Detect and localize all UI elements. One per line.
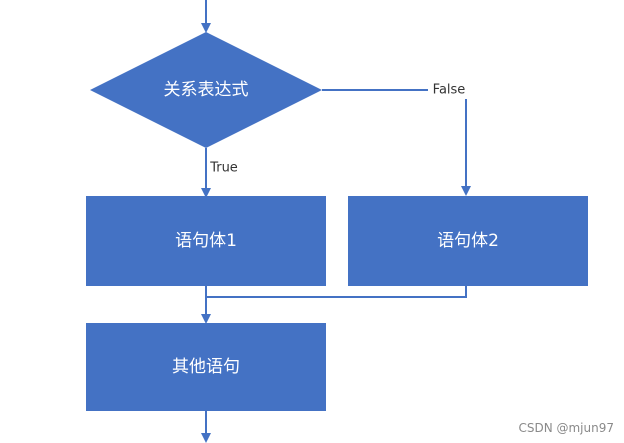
statement1-label: 语句体1 xyxy=(175,231,237,251)
true-label: True xyxy=(209,161,238,176)
false-arrow xyxy=(322,89,471,196)
other-statement-label: 其他语句 xyxy=(172,357,240,377)
statement1-box: 语句体1 xyxy=(86,196,326,286)
false-label: False xyxy=(433,83,466,98)
statement2-box: 语句体2 xyxy=(348,196,588,286)
merge-line-statement2 xyxy=(206,286,467,298)
statement2-label: 语句体2 xyxy=(437,231,499,251)
condition-diamond: 关系表达式 xyxy=(90,32,322,148)
false-label-background xyxy=(428,81,470,99)
condition-label: 关系表达式 xyxy=(164,80,249,100)
watermark-text: CSDN @mjun97 xyxy=(518,421,614,435)
other-statement-box: 其他语句 xyxy=(86,323,326,411)
